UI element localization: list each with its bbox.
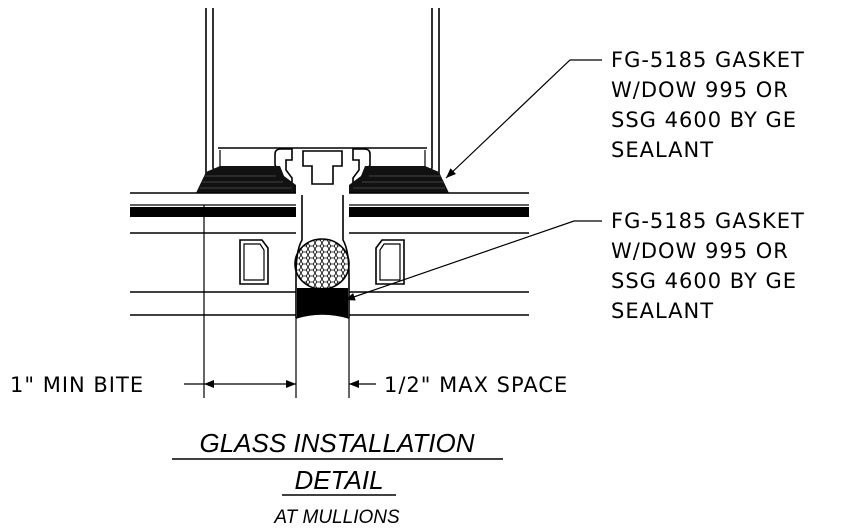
min-bite-label: 1" MIN BITE — [10, 373, 144, 397]
max-space-label: 1/2" MAX SPACE — [384, 373, 568, 397]
detail-title: GLASS INSTALLATION DETAIL AT MULLIONS — [172, 428, 503, 528]
upper-sealant-beads — [196, 166, 449, 193]
upper-callout-text: FG-5185 GASKET W/DOW 995 OR SSG 4600 BY … — [611, 48, 813, 162]
title-line-1: GLASS INSTALLATION — [199, 428, 474, 458]
title-line-2: DETAIL — [294, 465, 383, 495]
leader-lines — [344, 59, 602, 301]
dimension-lines — [184, 205, 376, 398]
upper-callout-line: W/DOW 995 OR — [611, 78, 789, 102]
title-line-3: AT MULLIONS — [273, 507, 400, 528]
glass-panel-lines — [130, 192, 529, 316]
lower-callout-line: W/DOW 995 OR — [611, 239, 789, 263]
backer-rod — [294, 238, 350, 290]
lower-callout-line: SSG 4600 BY GE — [611, 269, 797, 293]
lower-callout-line: FG-5185 GASKET — [611, 209, 805, 233]
upper-callout-line: SEALANT — [611, 138, 714, 162]
spacer-right — [375, 239, 405, 285]
spacer-left — [239, 239, 269, 285]
upper-callout-line: FG-5185 GASKET — [611, 48, 805, 72]
lower-callout-text: FG-5185 GASKET W/DOW 995 OR SSG 4600 BY … — [611, 209, 813, 323]
lower-callout-line: SEALANT — [611, 299, 714, 323]
mullion-channel — [205, 8, 440, 187]
upper-callout-line: SSG 4600 BY GE — [611, 108, 797, 132]
